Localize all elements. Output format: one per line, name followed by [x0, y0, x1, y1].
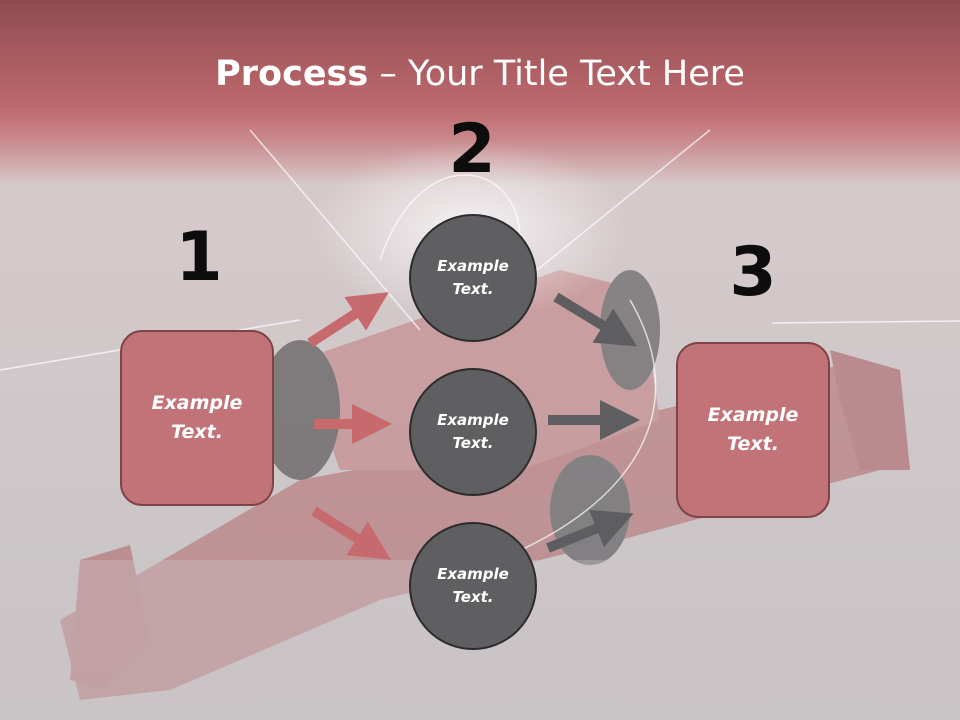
step-number-1: 1 [175, 218, 223, 297]
circle-node-top: Example Text. [409, 214, 537, 342]
title-bold: Process [215, 54, 369, 94]
left-step-box: Example Text. [120, 330, 274, 506]
slide-title: Process – Your Title Text Here [0, 52, 960, 96]
title-separator: – [368, 54, 408, 94]
step-number-3: 3 [729, 233, 777, 312]
title-rest: Your Title Text Here [407, 54, 745, 94]
circle-text-top: Example Text. [437, 257, 509, 298]
circle-node-bottom: Example Text. [409, 522, 537, 650]
circle-text-bottom: Example Text. [437, 565, 509, 606]
left-step-text: Example Text. [151, 392, 243, 443]
arrow-left-to-top [307, 292, 389, 348]
arrow-bottom-to-right [546, 509, 634, 553]
right-step-text: Example Text. [707, 404, 799, 455]
arrow-left-to-bottom [311, 506, 391, 560]
right-step-box: Example Text. [676, 342, 830, 518]
circle-node-middle: Example Text. [409, 368, 537, 496]
circle-text-middle: Example Text. [437, 411, 509, 452]
arrow-top-to-right [553, 292, 638, 347]
step-number-2: 2 [448, 110, 496, 189]
